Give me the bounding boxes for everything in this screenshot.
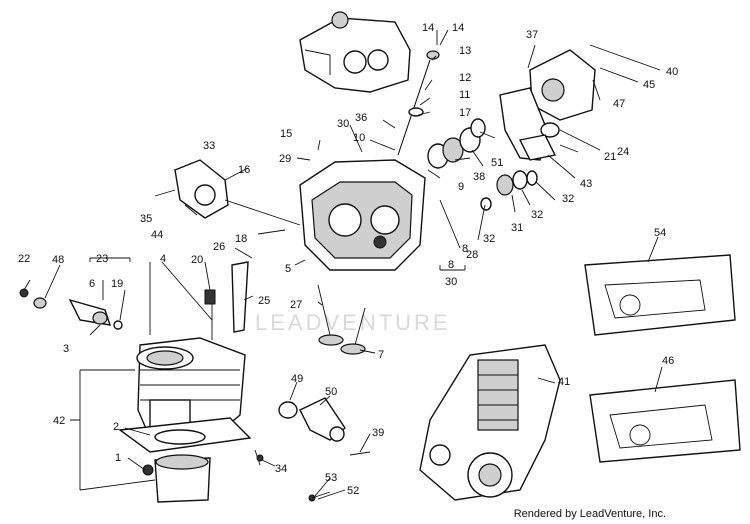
callout-21: 21 <box>604 151 616 163</box>
callout-38: 38 <box>473 171 485 183</box>
callout-37: 37 <box>526 29 538 41</box>
callout-44: 44 <box>151 229 163 241</box>
callout-12: 12 <box>459 72 471 84</box>
thermostat-housing-part <box>278 397 346 442</box>
intake-manifold-part <box>174 159 301 226</box>
cylinder-head-part <box>299 159 426 271</box>
callout-5: 5 <box>285 263 291 275</box>
side-cover-part <box>499 49 596 161</box>
leader-lines <box>23 29 663 500</box>
callout-28: 28 <box>466 249 478 261</box>
callout-16: 16 <box>238 164 250 176</box>
callout-51: 51 <box>491 157 503 169</box>
gasket-kit-top-part <box>584 254 736 336</box>
head-cover-part <box>299 11 411 93</box>
callout-1: 1 <box>115 452 121 464</box>
callout-36: 36 <box>355 112 367 124</box>
stud-part <box>149 280 216 340</box>
callout-35: 35 <box>140 213 152 225</box>
callout-32a: 32 <box>483 233 495 245</box>
watermark-text: LEADVENTURE <box>255 310 451 335</box>
base-gasket-part <box>118 417 252 453</box>
camshaft-gear-part <box>427 118 538 211</box>
callout-9: 9 <box>458 181 464 193</box>
gasket-kit-bottom-part <box>589 379 741 463</box>
callout-14b: 14 <box>452 22 464 34</box>
callout-32b: 32 <box>531 209 543 221</box>
callout-33: 33 <box>203 140 215 152</box>
callout-52: 52 <box>347 485 359 497</box>
callout-14a: 14 <box>422 22 434 34</box>
bolt-part <box>254 449 371 502</box>
credit-text: Rendered by LeadVenture, Inc. <box>513 508 666 520</box>
callout-13: 13 <box>459 45 471 57</box>
callout-30b: 30 <box>445 276 457 288</box>
callout-labels: 1 2 3 4 5 6 7 8 8 9 10 11 12 13 14 14 15… <box>18 22 678 497</box>
callout-53: 53 <box>325 472 337 484</box>
callout-3: 3 <box>63 343 69 355</box>
callout-39: 39 <box>372 427 384 439</box>
callout-41: 41 <box>558 376 570 388</box>
callout-32c: 32 <box>562 193 574 205</box>
callout-18: 18 <box>235 233 247 245</box>
callout-30a: 30 <box>337 118 349 130</box>
callout-7: 7 <box>378 349 384 361</box>
callout-42: 42 <box>53 415 65 427</box>
callout-34: 34 <box>275 463 287 475</box>
callout-47: 47 <box>613 98 625 110</box>
callout-43: 43 <box>580 178 592 190</box>
callout-11: 11 <box>459 89 470 101</box>
callout-17: 17 <box>459 107 471 119</box>
callout-19: 19 <box>111 278 123 290</box>
callout-2: 2 <box>113 421 119 433</box>
piston-part <box>142 454 211 503</box>
callout-8a: 8 <box>462 243 468 255</box>
engine-assembly-part <box>419 344 561 501</box>
valve-spring-part <box>397 50 440 156</box>
callout-15: 15 <box>280 128 292 140</box>
chain-guide-part <box>231 261 249 333</box>
callout-29: 29 <box>279 153 291 165</box>
tensioner-part <box>19 288 123 330</box>
callout-4: 4 <box>160 253 166 265</box>
valve-part <box>317 284 366 355</box>
callout-6: 6 <box>89 278 95 290</box>
callout-10: 10 <box>353 132 365 144</box>
callout-48: 48 <box>52 254 64 266</box>
callout-20: 20 <box>191 254 203 266</box>
callout-50: 50 <box>325 386 337 398</box>
callout-23: 23 <box>96 253 108 265</box>
callout-8b: 8 <box>448 259 454 271</box>
callout-27: 27 <box>290 299 302 311</box>
callout-40: 40 <box>666 66 678 78</box>
callout-46: 46 <box>662 355 674 367</box>
callout-49: 49 <box>291 373 303 385</box>
callout-25: 25 <box>258 295 270 307</box>
callout-54: 54 <box>654 227 666 239</box>
callout-45: 45 <box>643 79 655 91</box>
callout-22: 22 <box>18 253 30 265</box>
callout-31: 31 <box>511 222 523 234</box>
callout-26: 26 <box>213 241 225 253</box>
callout-24: 24 <box>617 146 629 158</box>
